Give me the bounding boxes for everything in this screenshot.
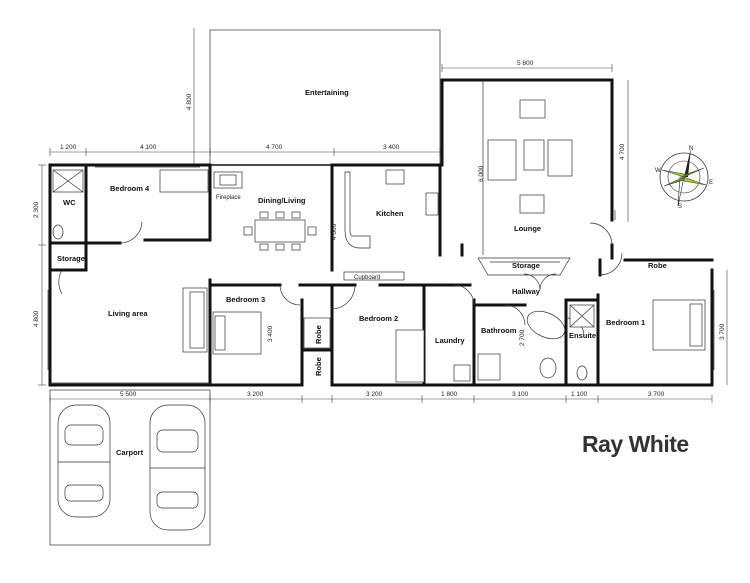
- dim-bed3-3400: 3 400: [267, 325, 274, 342]
- dim-top-3400: 3 400: [383, 144, 400, 151]
- room-label-bedroom4: Bedroom 4: [110, 184, 150, 193]
- carport-outline: [49, 389, 211, 546]
- compass-e: E: [709, 180, 713, 186]
- room-labels: Entertaining Bedroom 4 WC Fireplace Dini…: [57, 88, 667, 457]
- dim-bot-3200b: 3 200: [366, 391, 383, 398]
- room-label-robe-right: Robe: [648, 261, 667, 270]
- room-label-carport: Carport: [116, 448, 144, 457]
- room-label-bedroom1: Bedroom 1: [606, 318, 645, 327]
- dim-lounge-4700: 4 700: [619, 143, 626, 160]
- room-label-wc: WC: [63, 198, 76, 207]
- room-label-kitchen: Kitchen: [376, 209, 404, 218]
- room-label-laundry: Laundry: [435, 336, 465, 345]
- room-label-living-area: Living area: [108, 309, 148, 318]
- dim-top-4100: 4 100: [140, 144, 157, 151]
- room-label-robe-b: Robe: [314, 357, 323, 376]
- room-label-cupboard: Cupboard: [354, 275, 380, 281]
- room-label-ensuite: Ensuite: [569, 331, 596, 340]
- room-label-lounge: Lounge: [514, 224, 541, 233]
- walls: [48, 78, 714, 387]
- dim-right-3700: 3 700: [719, 323, 726, 340]
- logo-text: Ray White: [582, 431, 689, 457]
- dim-bot-5500: 5 500: [120, 391, 137, 398]
- windows: [47, 166, 715, 384]
- dim-bot-3200a: 3 200: [247, 391, 264, 398]
- room-label-dining-living: Dining/Living: [258, 196, 306, 205]
- compass-n: N: [689, 146, 693, 152]
- dim-bot-3100: 3 100: [512, 391, 529, 398]
- dim-top-4700: 4 700: [266, 144, 283, 151]
- dim-bot-1100: 1 100: [571, 391, 588, 398]
- dim-top-5800: 5 800: [517, 60, 534, 67]
- compass-icon: N S W E: [655, 146, 713, 210]
- entertaining-area-outline: [209, 29, 441, 166]
- ray-white-logo: Ray White: [582, 431, 689, 457]
- dim-bot-3700: 3 700: [648, 391, 665, 398]
- room-label-bathroom: Bathroom: [481, 326, 517, 335]
- room-label-storage-center: Storage: [512, 261, 540, 270]
- dim-lounge-6000: 6 000: [478, 165, 485, 182]
- room-label-entertaining: Entertaining: [305, 88, 349, 97]
- dim-kitchen-4000: 4 000: [331, 223, 338, 240]
- door-swings: [58, 221, 623, 337]
- dimension-lines: [38, 28, 728, 403]
- dim-top-1200: 1 200: [60, 144, 77, 151]
- furniture: [52, 99, 706, 383]
- dim-entertaining-4800: 4 800: [186, 93, 193, 110]
- dim-left-4800: 4 800: [33, 310, 40, 327]
- car-right: [149, 404, 206, 531]
- dim-left-2300: 2 300: [33, 201, 40, 218]
- cars: [57, 404, 206, 531]
- car-left: [57, 404, 111, 518]
- dimension-labels: 1 200 4 100 4 700 3 400 5 800 4 800 2 30…: [33, 60, 726, 398]
- compass-w: W: [655, 168, 661, 174]
- room-label-fireplace: Fireplace: [216, 195, 241, 201]
- compass-s: S: [678, 204, 682, 210]
- room-label-bedroom3: Bedroom 3: [226, 295, 265, 304]
- room-label-hallway: Hallway: [512, 287, 541, 296]
- dim-bath-2700: 2 700: [519, 329, 526, 346]
- room-label-storage-left: Storage: [57, 254, 85, 263]
- room-label-robe-a: Robe: [314, 325, 323, 344]
- room-label-bedroom2: Bedroom 2: [359, 314, 398, 323]
- dim-bot-1800: 1 800: [441, 391, 458, 398]
